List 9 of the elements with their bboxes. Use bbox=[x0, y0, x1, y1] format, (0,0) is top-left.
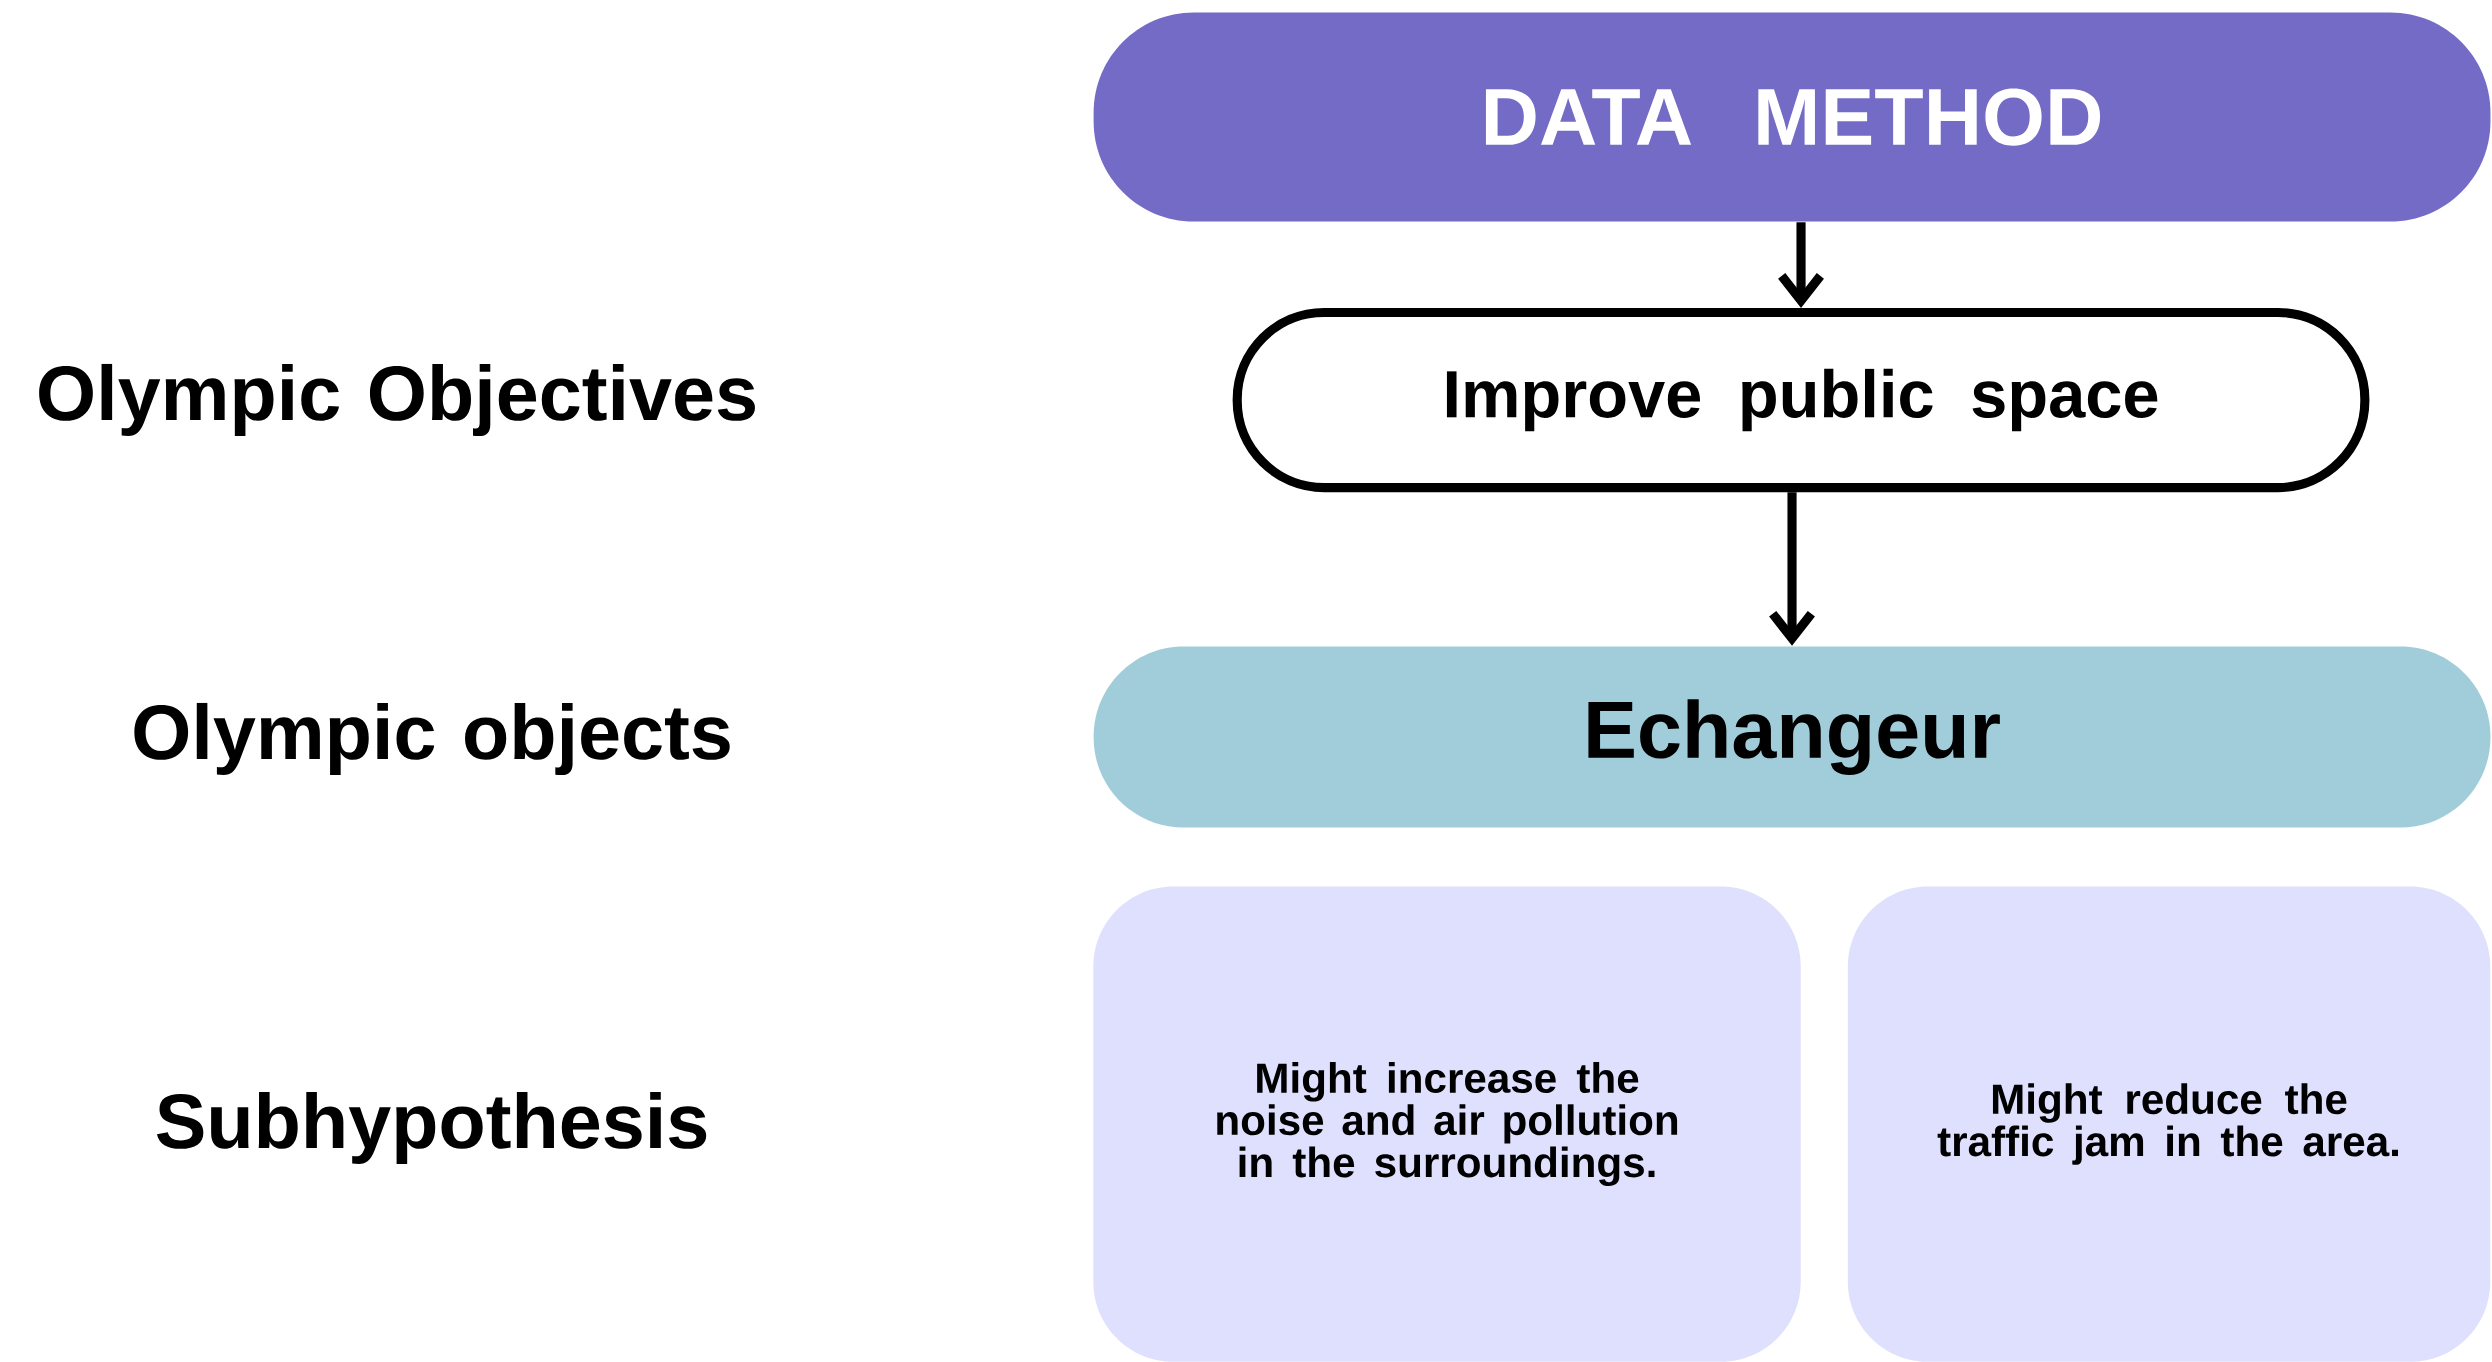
row-label: Olympic objects bbox=[134, 702, 730, 776]
header-box: DATA METHOD bbox=[1093, 12, 2491, 222]
row-label: Subhypothesis bbox=[156, 1091, 707, 1165]
process-box: Improve public space bbox=[1232, 307, 2370, 493]
arrow bbox=[1769, 492, 1815, 646]
hypothesis-card: Might increase the noise and air pollution in the surroundings. bbox=[1093, 886, 1801, 1362]
object-box: Echangeur bbox=[1093, 646, 2491, 828]
hypothesis-card: Might reduce the traffic jam in the area. bbox=[1847, 886, 2491, 1362]
row-label: Olympic Objectives bbox=[39, 363, 755, 437]
